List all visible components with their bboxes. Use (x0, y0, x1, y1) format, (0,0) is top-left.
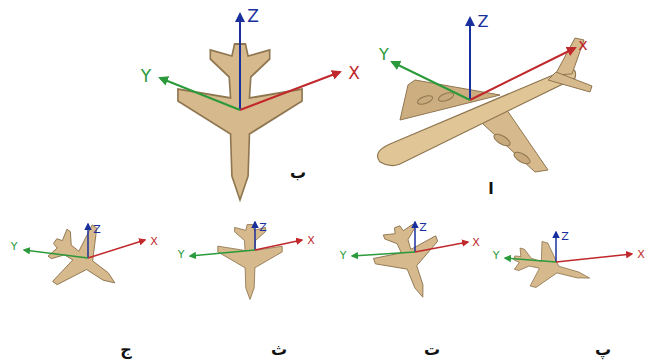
axis-label: Z (561, 231, 569, 242)
panel-letter: ت (424, 342, 440, 358)
axis-label: X (472, 237, 480, 248)
axis-label: X (150, 236, 158, 247)
axis-label: X (307, 235, 315, 246)
axis-label: Y (141, 68, 151, 85)
axis-label: Y (11, 241, 18, 252)
panel-letter: ج (120, 342, 132, 358)
axis-label: Y (493, 250, 500, 261)
axis-label: Z (247, 8, 259, 25)
fighter-jet (366, 215, 454, 308)
panel-letter: ب (290, 165, 306, 181)
axis-label: Z (93, 224, 101, 235)
panel-letter: پ (595, 342, 611, 358)
fighter-jet (218, 225, 282, 300)
axis-label: Z (259, 222, 267, 233)
panel-letter: ث (271, 342, 287, 358)
fighter-jet (508, 236, 595, 301)
coordinate-axes (24, 14, 632, 262)
axis-label: X (637, 249, 645, 260)
airliner (378, 38, 592, 172)
axis-label: X (348, 65, 360, 82)
axis-label: Z (478, 14, 489, 30)
axis-label: Y (340, 250, 347, 261)
axis-label: Z (419, 222, 427, 233)
panel-letter: ا (488, 181, 493, 197)
axis-label: x (578, 37, 587, 53)
axis-label: Y (178, 249, 185, 260)
axis-label: Y (379, 47, 389, 63)
fighter-jet (35, 213, 134, 311)
